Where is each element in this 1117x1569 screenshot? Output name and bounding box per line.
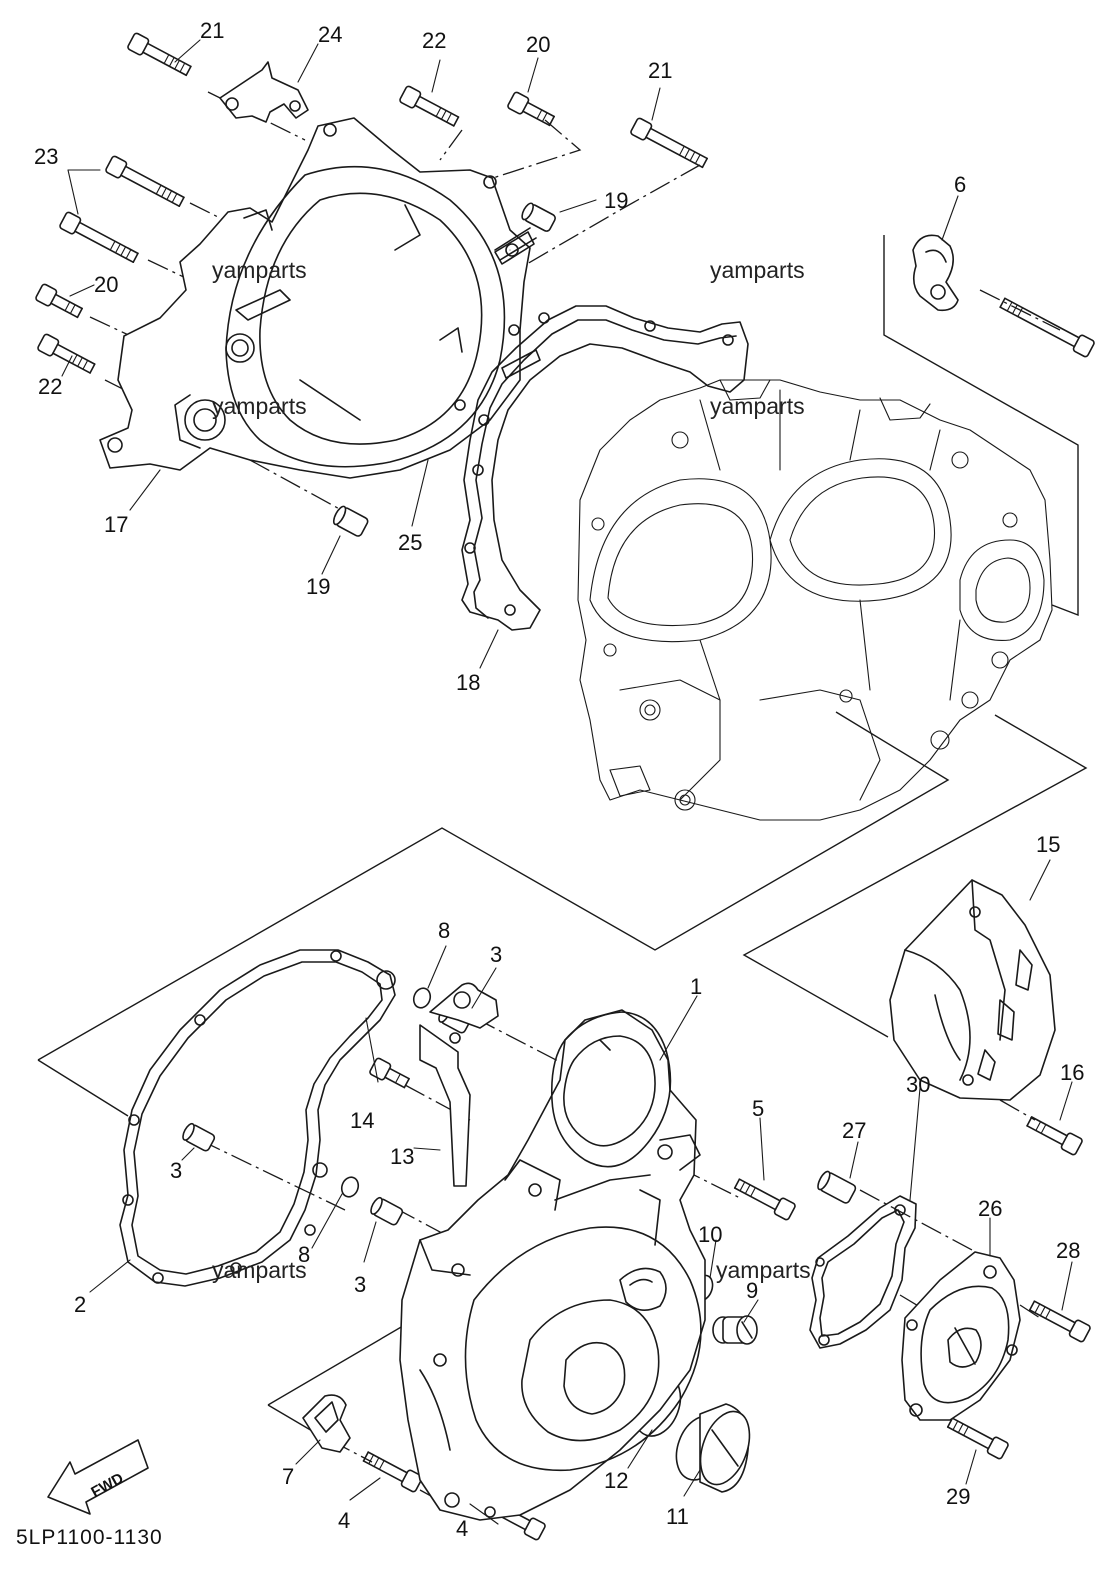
- watermark: yamparts: [212, 393, 307, 419]
- diagram-code: 5LP1100-1130: [16, 1526, 163, 1549]
- callout-8: 8: [298, 1242, 310, 1267]
- callout-6: 6: [954, 172, 966, 197]
- callout-21: 21: [648, 58, 672, 83]
- left-cover-1: [399, 1009, 706, 1521]
- clamp-6: [912, 234, 959, 312]
- callout-21: 21: [200, 18, 224, 43]
- callout-28: 28: [1056, 1238, 1080, 1263]
- callout-30: 30: [906, 1072, 930, 1097]
- callout-17: 17: [104, 512, 128, 537]
- callout-22: 22: [38, 374, 62, 399]
- dowel-3-middle: [370, 1196, 404, 1226]
- crankcase: [577, 379, 1053, 821]
- dowel-27: [817, 1170, 857, 1204]
- callout-27: 27: [842, 1118, 866, 1143]
- callout-14: 14: [350, 1108, 374, 1133]
- bolt-29: [946, 1417, 1009, 1460]
- bolt-22-top: [399, 85, 460, 127]
- bolt-14: [369, 1057, 410, 1089]
- watermark: yamparts: [710, 257, 805, 283]
- pump-cover-26: [901, 1251, 1021, 1421]
- callout-1: 1: [690, 974, 702, 999]
- callout-29: 29: [946, 1484, 970, 1509]
- bolt-21-top-right: [630, 117, 708, 169]
- plug-9: [712, 1315, 758, 1345]
- assembly-frame-lines: [37, 235, 1088, 1446]
- plug-11: [675, 1403, 751, 1493]
- callout-20: 20: [526, 32, 550, 57]
- gasket-2: [119, 949, 396, 1287]
- bolt-4-left: [362, 1451, 423, 1493]
- callout-9: 9: [746, 1278, 758, 1303]
- callout-10: 10: [698, 1222, 722, 1247]
- watermark: yamparts: [710, 393, 805, 419]
- callout-25: 25: [398, 530, 422, 555]
- gasket-18: [461, 227, 749, 631]
- callout-20: 20: [94, 272, 118, 297]
- bolt-5: [733, 1178, 796, 1221]
- bolt-20-left: [35, 283, 83, 319]
- callout-8: 8: [438, 918, 450, 943]
- watermark: yamparts: [212, 257, 307, 283]
- callout-24: 24: [318, 22, 342, 47]
- dowel-pins: [182, 202, 857, 1226]
- oring-8-left: [340, 1176, 360, 1198]
- dowel-3-left: [182, 1122, 216, 1152]
- oring-8-top: [412, 987, 432, 1009]
- callout-15: 15: [1036, 832, 1060, 857]
- callout-4: 4: [338, 1508, 350, 1533]
- bolt-6-clamp: [999, 297, 1095, 358]
- callout-19: 19: [604, 188, 628, 213]
- bolt-16: [1026, 1116, 1083, 1156]
- bolt-21-upper-left: [127, 32, 192, 77]
- callout-26: 26: [978, 1196, 1002, 1221]
- callout-2: 2: [74, 1292, 86, 1317]
- cover-15: [889, 879, 1056, 1101]
- callout-7: 7: [282, 1464, 294, 1489]
- callout-3: 3: [490, 942, 502, 967]
- bolts: [35, 32, 1095, 1541]
- watermarks: yamparts yamparts yamparts yamparts yamp…: [212, 257, 811, 1283]
- callout-13: 13: [390, 1144, 414, 1169]
- callout-3: 3: [170, 1158, 182, 1183]
- callout-18: 18: [456, 670, 480, 695]
- callout-19: 19: [306, 574, 330, 599]
- callout-leaders: [61, 39, 1073, 1525]
- callout-5: 5: [752, 1096, 764, 1121]
- dowel-19-lower: [332, 505, 369, 537]
- fwd-direction-arrow: FWD: [47, 1439, 149, 1515]
- callout-4: 4: [456, 1516, 468, 1541]
- callout-22: 22: [422, 28, 446, 53]
- bolt-22-left: [37, 333, 96, 374]
- clamp-7: [302, 1394, 351, 1453]
- bracket-13: [419, 982, 499, 1187]
- dowel-19-upper: [521, 202, 556, 232]
- callout-11: 11: [666, 1504, 689, 1529]
- watermark: yamparts: [212, 1257, 307, 1283]
- callout-16: 16: [1060, 1060, 1084, 1085]
- bolt-28: [1028, 1300, 1091, 1343]
- bracket-24: [219, 61, 309, 123]
- bolt-23-lower: [59, 211, 139, 264]
- gasket-30: [809, 1195, 917, 1349]
- callout-3: 3: [354, 1272, 366, 1297]
- watermark: yamparts: [716, 1257, 811, 1283]
- callout-23: 23: [34, 144, 58, 169]
- bolt-23-upper: [105, 155, 185, 208]
- crankcase-cover-17: [99, 117, 531, 479]
- callout-labels: 21 24 22 20 21 23 19 6 20 22 17 25 19 18…: [34, 18, 1084, 1541]
- bolt-20-top: [507, 91, 555, 127]
- callout-12: 12: [604, 1468, 628, 1493]
